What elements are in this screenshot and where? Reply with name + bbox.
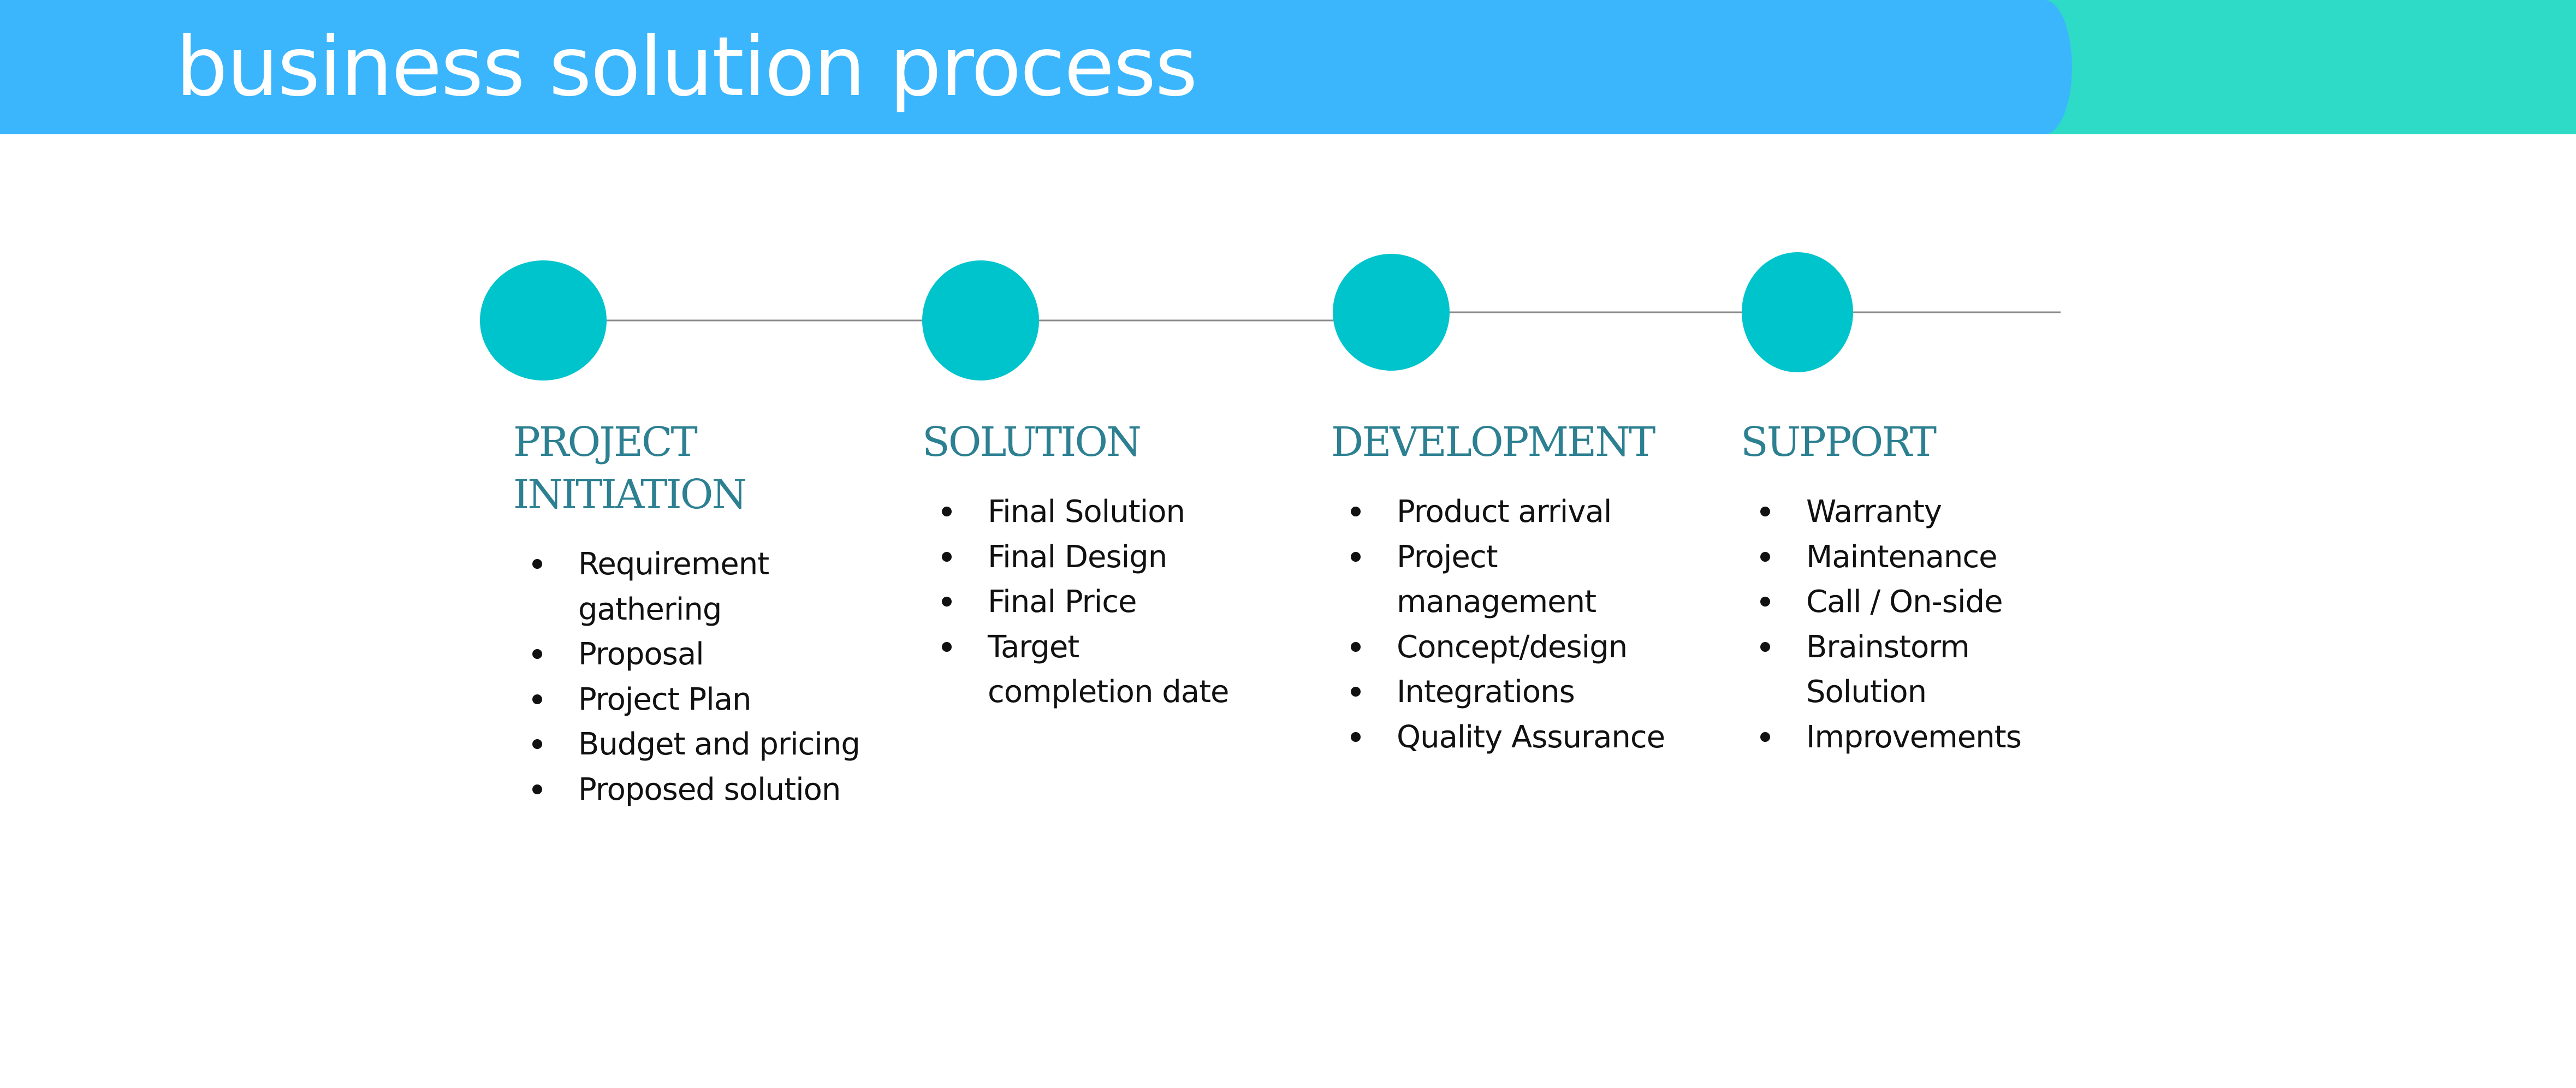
list-item: Product arrival <box>1348 490 1665 535</box>
list-item: Concept/design <box>1348 625 1665 670</box>
list-item: Quality Assurance <box>1348 715 1665 760</box>
list-item: Warranty <box>1757 490 2021 535</box>
list-item: Brainstorm Solution <box>1757 625 2021 715</box>
list-item: Final Design <box>939 535 1229 580</box>
page-title: business solution process <box>176 20 1198 115</box>
step-2-list: Final Solution Final Design Final Price … <box>939 490 1230 715</box>
step-2-circle <box>922 260 1039 380</box>
header-blue-panel <box>0 0 2072 134</box>
list-item: Final Solution <box>939 490 1229 535</box>
list-item: Proposal <box>529 632 860 677</box>
list-item: Improvements <box>1757 715 2022 760</box>
step-3-list: Product arrival Project management Conce… <box>1348 490 1665 760</box>
step-1-title-line-1: PROJECT <box>513 419 698 466</box>
list-item: Project management <box>1348 535 1665 625</box>
step-2-title-line-1: SOLUTION <box>922 419 1142 466</box>
list-item: Budget and pricing <box>529 722 860 768</box>
step-3-circle <box>1333 254 1450 371</box>
step-1-list: Requirement gathering Proposal Project P… <box>529 542 860 812</box>
step-2-title: SOLUTION <box>922 416 1142 468</box>
list-item: Proposed solution <box>529 768 860 813</box>
step-1-circle <box>480 260 607 380</box>
header-band: business solution process <box>0 0 2576 134</box>
step-1-title-line-2: INITIATION <box>513 471 747 518</box>
list-item: Call / On-side <box>1757 580 2021 625</box>
step-4-title: SUPPORT <box>1741 416 1937 468</box>
step-4-title-line-1: SUPPORT <box>1741 419 1937 466</box>
list-item: Target completion date <box>939 625 1230 715</box>
step-3-title-line-1: DEVELOPMENT <box>1331 419 1655 466</box>
step-3-title: DEVELOPMENT <box>1331 416 1655 468</box>
step-1-title: PROJECT INITIATION <box>513 416 747 521</box>
list-item: Requirement gathering <box>529 542 860 632</box>
list-item: Project Plan <box>529 677 860 723</box>
step-4-circle <box>1742 252 1853 372</box>
list-item: Final Price <box>939 580 1229 625</box>
step-4-list: Warranty Maintenance Call / On-side Brai… <box>1757 490 2022 760</box>
list-item: Maintenance <box>1757 535 2021 580</box>
list-item: Integrations <box>1348 670 1665 715</box>
